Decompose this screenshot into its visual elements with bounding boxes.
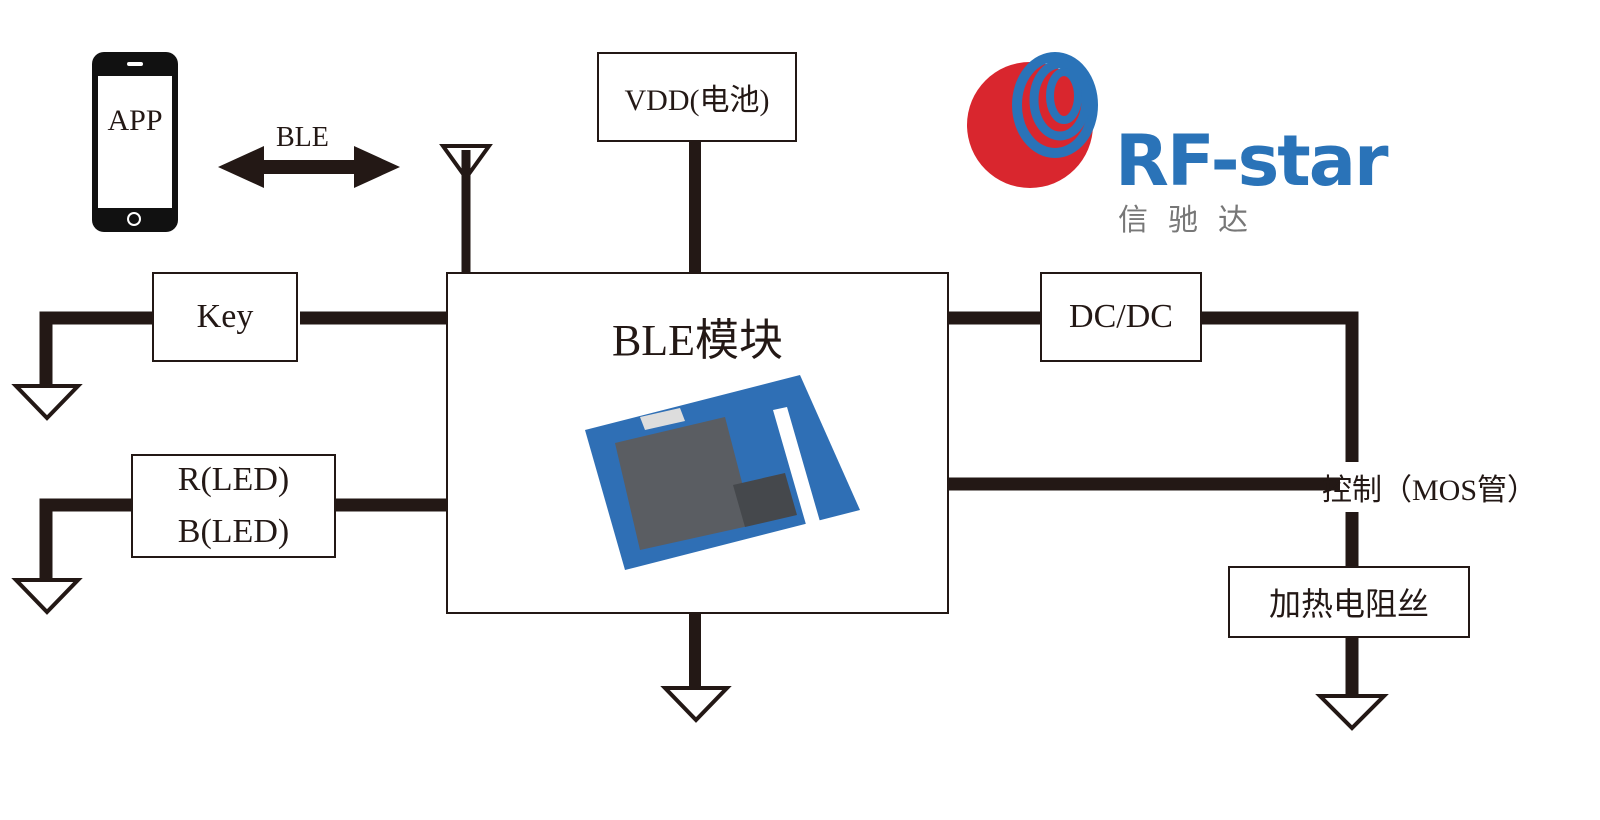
antenna-icon <box>439 144 493 275</box>
key-box: Key <box>152 272 298 362</box>
vdd-label: VDD(电池) <box>624 84 770 117</box>
ground-icon <box>11 578 83 615</box>
led-box: R(LED) B(LED) <box>131 454 336 558</box>
speaker-icon <box>127 62 143 66</box>
rf-star-logo-icon <box>967 52 1098 188</box>
led-wire <box>39 498 448 582</box>
dcdc-box: DC/DC <box>1040 272 1202 362</box>
brand-chinese-name: 信驰达 <box>1118 203 1268 238</box>
ground-icon <box>660 686 732 723</box>
key-label: Key <box>196 298 254 335</box>
heater-box: 加热电阻丝 <box>1228 566 1470 638</box>
smartphone-icon: APP <box>92 52 178 232</box>
ground-icon <box>1315 694 1389 731</box>
ble-link-label: BLE <box>276 122 329 153</box>
heater-label: 加热电阻丝 <box>1268 586 1429 622</box>
ground-icon <box>11 384 83 421</box>
ble-module-chip-image <box>585 375 860 570</box>
ble-module-label: BLE模块 <box>611 316 784 365</box>
ble-module-box: BLE模块 <box>446 272 949 614</box>
led-blue-label: B(LED) <box>177 513 290 550</box>
vdd-box: VDD(电池) <box>597 52 797 142</box>
mos-control-label: 控制（MOS管） <box>1322 474 1538 507</box>
ble-arrow-icon <box>218 146 400 188</box>
phone-screen: APP <box>98 76 172 208</box>
key-wire <box>39 311 448 388</box>
dcdc-label: DC/DC <box>1069 298 1173 335</box>
home-button-icon <box>127 212 141 226</box>
app-label: APP <box>107 104 163 137</box>
dcdc-wire <box>948 311 1359 462</box>
brand-wordmark: RF-star <box>1115 120 1389 202</box>
led-red-label: R(LED) <box>177 461 290 498</box>
